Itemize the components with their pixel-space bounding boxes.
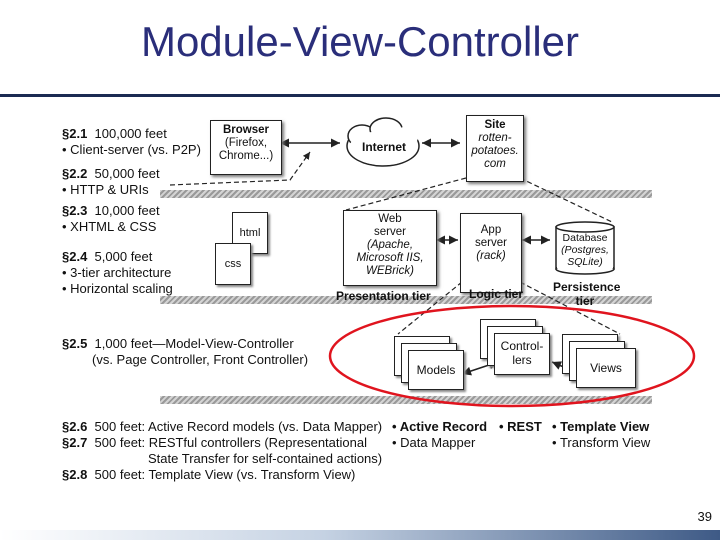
- views-box: Views: [576, 348, 636, 388]
- web-server-italic-2: Microsoft IIS,: [356, 252, 424, 264]
- app-server-box: App server (rack): [460, 213, 522, 293]
- slide-title: Module-View-Controller: [140, 18, 580, 65]
- browser-title: Browser: [222, 124, 270, 136]
- layer-band-2: [160, 296, 652, 304]
- bullet-transform-view: • Transform View: [552, 435, 651, 450]
- html-doc-label: html: [239, 227, 261, 239]
- section-2-3: §2.3 10,000 feet: [62, 203, 160, 218]
- section-2-2: §2.2 50,000 feet: [62, 166, 160, 181]
- page-number: 39: [697, 509, 712, 524]
- bullet-3-tier: • 3-tier architecture: [62, 265, 172, 280]
- footer-gradient-bar: [0, 530, 720, 540]
- section-2-1: §2.1 100,000 feet: [62, 126, 167, 141]
- bullet-active-record: • Active Record: [392, 419, 488, 434]
- bullet-xhtml: • XHTML & CSS: [62, 219, 157, 234]
- persistence-line-1: Persistence: [553, 280, 621, 294]
- section-2-5-extra: (vs. Page Controller, Front Controller): [92, 352, 309, 367]
- app-server-italic: (rack): [476, 250, 506, 262]
- controllers-label-2: lers: [512, 353, 532, 367]
- controllers-box: Control- lers: [494, 333, 550, 375]
- database-title: Database: [562, 232, 608, 244]
- web-server-box: Web server (Apache, Microsoft IIS, WEBri…: [343, 210, 437, 286]
- app-server-line-1: App: [480, 224, 502, 236]
- models-box: Models: [408, 350, 464, 390]
- layer-band-1: [160, 190, 652, 198]
- web-server-line-1: Web: [378, 213, 402, 225]
- section-2-7-cont: State Transfer for self-contained action…: [148, 451, 383, 466]
- views-label: Views: [590, 361, 622, 375]
- internet-label: Internet: [362, 140, 407, 154]
- mvc-highlight-ellipse: [328, 304, 696, 408]
- site-box: Site rotten- potatoes. com: [466, 115, 524, 182]
- css-doc-label: css: [224, 258, 242, 270]
- database-italic-1: (Postgres,: [561, 244, 609, 256]
- bullet-rest: • REST: [499, 419, 542, 434]
- layer-band-3: [160, 396, 652, 404]
- section-2-4: §2.4 5,000 feet: [62, 249, 153, 264]
- css-document-icon: css: [215, 243, 251, 285]
- section-2-6: §2.6 500 feet: Active Record models (vs.…: [62, 419, 383, 434]
- site-line-2: potatoes.: [471, 145, 519, 157]
- controllers-label-1: Control-: [500, 339, 544, 353]
- site-line-3: com: [484, 158, 506, 170]
- models-label: Models: [416, 363, 456, 377]
- bullet-data-mapper: • Data Mapper: [392, 435, 476, 450]
- web-server-italic-1: (Apache,: [366, 239, 414, 251]
- web-server-italic-3: WEBrick): [366, 265, 414, 277]
- section-2-7: §2.7 500 feet: RESTful controllers (Repr…: [62, 435, 367, 450]
- database-label: Database (Postgres, SQLite): [556, 232, 614, 268]
- section-2-8: §2.8 500 feet: Template View (vs. Transf…: [62, 467, 356, 482]
- persistence-tier-label: Persistence tier: [553, 280, 621, 308]
- browser-line-2: Chrome...): [218, 150, 274, 162]
- site-title: Site: [484, 119, 506, 131]
- database-italic-2: SQLite): [567, 256, 603, 268]
- bullet-client-server: • Client-server (vs. P2P): [62, 142, 201, 157]
- bullet-http: • HTTP & URIs: [62, 182, 149, 197]
- database-cylinder-icon: [555, 221, 615, 275]
- bullet-horizontal: • Horizontal scaling: [62, 281, 173, 296]
- section-2-5: §2.5 1,000 feet—Model-View-Controller: [62, 336, 294, 351]
- presentation-tier-label: Presentation tier: [336, 289, 431, 303]
- browser-box: Browser (Firefox, Chrome...): [210, 120, 282, 175]
- web-server-line-2: server: [374, 226, 406, 238]
- title-rule: [0, 94, 720, 97]
- app-server-line-2: server: [475, 237, 507, 249]
- site-line-1: rotten-: [478, 132, 512, 144]
- bullet-template-view: • Template View: [552, 419, 650, 434]
- persistence-line-2: tier: [575, 294, 595, 308]
- logic-tier-label: Logic tier: [469, 287, 524, 301]
- browser-line-1: (Firefox,: [224, 137, 268, 149]
- internet-cloud-icon: [346, 117, 420, 167]
